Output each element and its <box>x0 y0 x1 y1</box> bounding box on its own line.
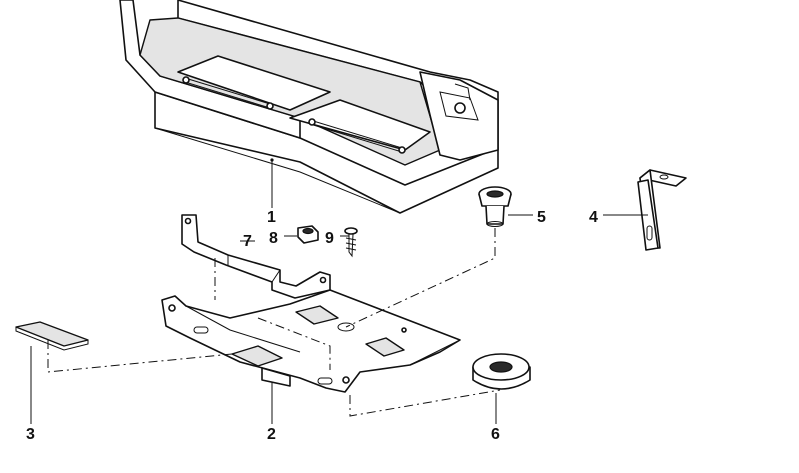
part-5-grommet[interactable] <box>478 186 512 227</box>
part-1-tray[interactable] <box>119 0 499 214</box>
callout-2: 2 <box>267 426 276 443</box>
part-4-angle-bracket[interactable] <box>637 169 687 251</box>
part-2-mounting-plate[interactable] <box>161 289 461 393</box>
callout-8: 8 <box>269 230 278 247</box>
callout-7: 7 <box>243 233 252 250</box>
part-6-ring[interactable] <box>472 353 531 390</box>
part-8-nut[interactable] <box>297 225 319 244</box>
callout-4: 4 <box>589 209 598 226</box>
part-3-pad[interactable] <box>15 321 89 351</box>
leader-lines <box>30 158 648 424</box>
callout-1: 1 <box>267 209 276 226</box>
callout-3: 3 <box>26 426 35 443</box>
callout-9: 9 <box>325 230 334 247</box>
assembly-lines <box>47 228 501 417</box>
callout-5: 5 <box>537 209 546 226</box>
part-9-screw[interactable] <box>344 227 358 258</box>
callout-6: 6 <box>491 426 500 443</box>
